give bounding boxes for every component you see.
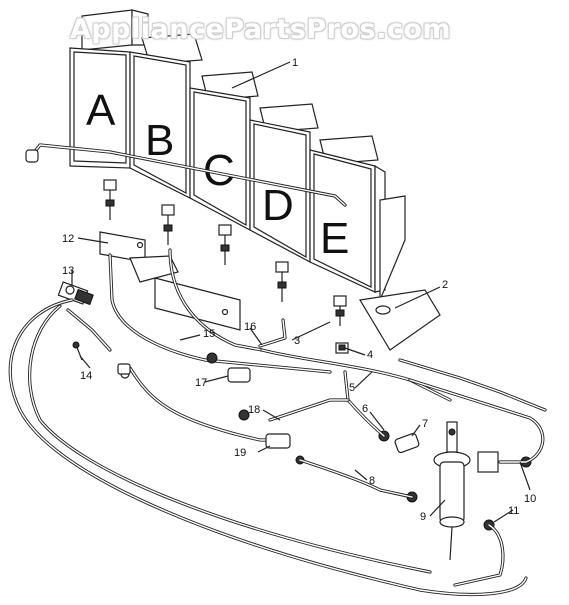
callout-8: 8 bbox=[369, 475, 375, 487]
fitting-7 bbox=[394, 432, 420, 454]
burner-panels: A B C D bbox=[69, 9, 386, 293]
callout-12: 12 bbox=[62, 233, 74, 245]
mounting-bracket-2 bbox=[359, 195, 441, 351]
manifold-pipe bbox=[25, 143, 347, 207]
bracket-12 bbox=[99, 231, 241, 331]
callout-6: 6 bbox=[362, 403, 368, 415]
callout-3: 3 bbox=[294, 335, 300, 347]
fitting-19 bbox=[265, 433, 291, 449]
callout-1: 1 bbox=[292, 57, 298, 69]
callout-14: 14 bbox=[80, 370, 92, 382]
loop-tubing bbox=[8, 298, 528, 597]
fitting-upper bbox=[227, 367, 251, 383]
callout-10: 10 bbox=[524, 493, 536, 505]
callout-2: 2 bbox=[442, 279, 448, 291]
callout-13: 13 bbox=[62, 265, 74, 277]
callout-labels: 1 2 3 4 5 6 7 8 9 10 11 12 13 14 15 16 1… bbox=[62, 57, 536, 523]
panel-letter-e: E bbox=[320, 214, 349, 263]
callout-7: 7 bbox=[422, 418, 428, 430]
callout-5: 5 bbox=[349, 382, 355, 394]
callout-18: 18 bbox=[248, 404, 260, 416]
panel-e: E bbox=[309, 135, 386, 293]
panel-letter-d: D bbox=[262, 181, 294, 230]
panel-c: C bbox=[189, 71, 259, 231]
panel-a: A bbox=[69, 9, 149, 169]
callout-19: 19 bbox=[234, 447, 246, 459]
watermark-logo: AppliancePartsPros.com bbox=[70, 14, 452, 45]
callout-17: 17 bbox=[195, 377, 207, 389]
control-valve-13 bbox=[57, 281, 112, 352]
callout-11: 11 bbox=[508, 505, 519, 517]
panel-d: D bbox=[249, 103, 319, 263]
pilot-tubing bbox=[108, 248, 332, 442]
callout-4: 4 bbox=[367, 349, 373, 361]
callout-15: 15 bbox=[203, 328, 215, 340]
orifice-fittings bbox=[103, 179, 349, 354]
callout-16: 16 bbox=[244, 321, 256, 333]
callout-9: 9 bbox=[420, 511, 426, 523]
supply-tubing bbox=[260, 348, 547, 587]
gas-valve-9 bbox=[433, 421, 499, 561]
leader-lines bbox=[71, 61, 531, 523]
panel-letter-a: A bbox=[86, 86, 116, 135]
panel-letter-b: B bbox=[145, 116, 174, 165]
